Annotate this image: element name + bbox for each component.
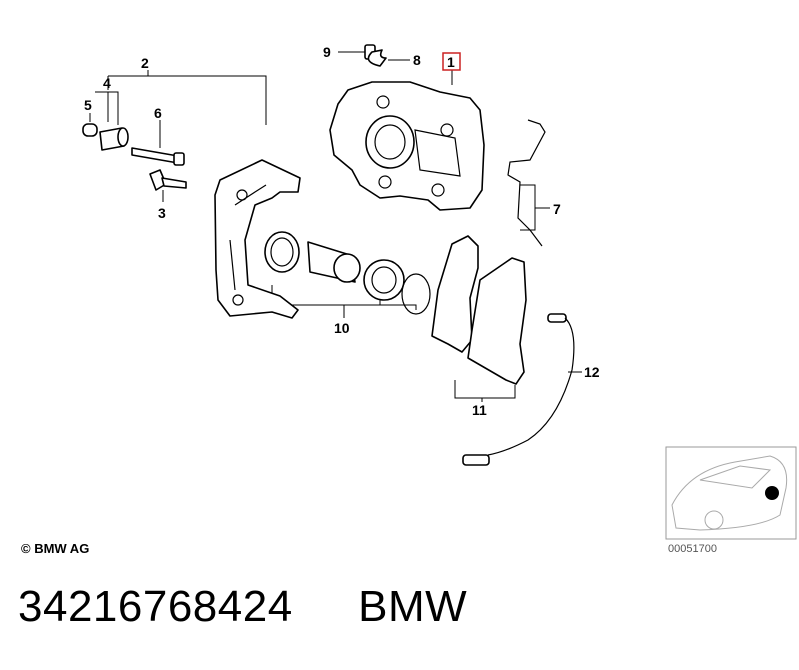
callout-3: 3: [158, 205, 166, 221]
callout-7: 7: [553, 201, 561, 217]
callout-6: 6: [154, 105, 162, 121]
part-3-bolt: [149, 169, 187, 191]
location-dot-icon: [765, 486, 779, 500]
callout-12: 12: [584, 364, 600, 380]
callout-1-highlight-box: [442, 52, 461, 71]
brand-name: BMW: [358, 582, 468, 631]
callout-5: 5: [84, 97, 92, 113]
part-5-cap: [82, 123, 98, 137]
callout-4: 4: [103, 75, 111, 91]
callout-9: 9: [323, 44, 331, 60]
part-4-guide-sleeve: [99, 127, 129, 151]
diagram-reference-number: 00051700: [668, 543, 717, 555]
part-12-wear-sensor: [462, 313, 575, 466]
part-number-caption: 34216768424 BMW: [18, 582, 467, 632]
part-number: 34216768424: [18, 582, 293, 631]
callout-2: 2: [141, 55, 149, 71]
callout-11: 11: [472, 402, 487, 418]
part-6-guide-pin: [131, 147, 185, 166]
part-10-piston-set: [264, 231, 431, 315]
part-2-carrier-bracket: [214, 159, 301, 319]
part-9-8-bleeder: [364, 44, 387, 67]
callout-8: 8: [413, 52, 421, 68]
part-1-caliper-housing: [329, 81, 485, 211]
callout-1: 1: [447, 54, 455, 70]
copyright-label: © BMW AG: [21, 541, 90, 556]
part-11-brake-pads: [431, 235, 527, 385]
callout-10: 10: [334, 320, 350, 336]
vehicle-location-inset: [665, 446, 797, 540]
part-7-spring: [507, 119, 546, 247]
